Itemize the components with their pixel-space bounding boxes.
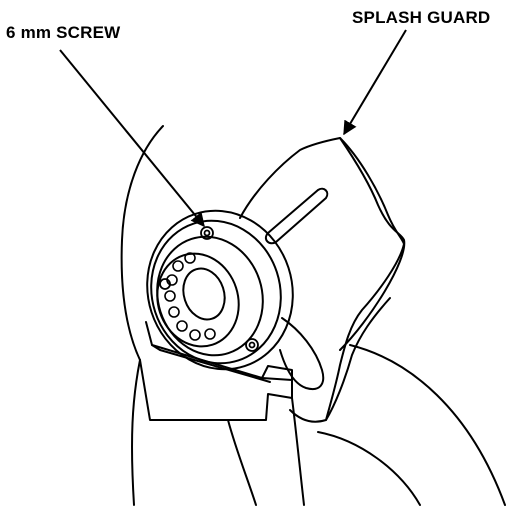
boot-arc-inner — [317, 431, 421, 506]
hub-spline-holes — [164, 252, 216, 341]
splash-guard-rim — [325, 297, 391, 421]
screw-leader-arrow — [59, 49, 205, 228]
splash-guard-leader-arrow — [343, 29, 407, 136]
splash-guard-callout-label: SPLASH GUARD — [352, 8, 491, 27]
knuckle-leg-left — [131, 359, 141, 506]
screw-callout-label: 6 mm SCREW — [6, 23, 121, 42]
screw-heads — [159, 226, 259, 352]
hub-bore — [182, 267, 226, 321]
knuckle-leg-right — [291, 397, 305, 506]
knuckle-lower-block-top — [151, 344, 271, 383]
knuckle-leg-middle — [227, 419, 257, 506]
splash-guard-slot — [264, 187, 329, 245]
boot-arc-outer — [349, 344, 506, 506]
knuckle-step — [261, 365, 293, 381]
splash-guard-body — [239, 137, 405, 423]
hub-bearing-face — [156, 252, 240, 348]
